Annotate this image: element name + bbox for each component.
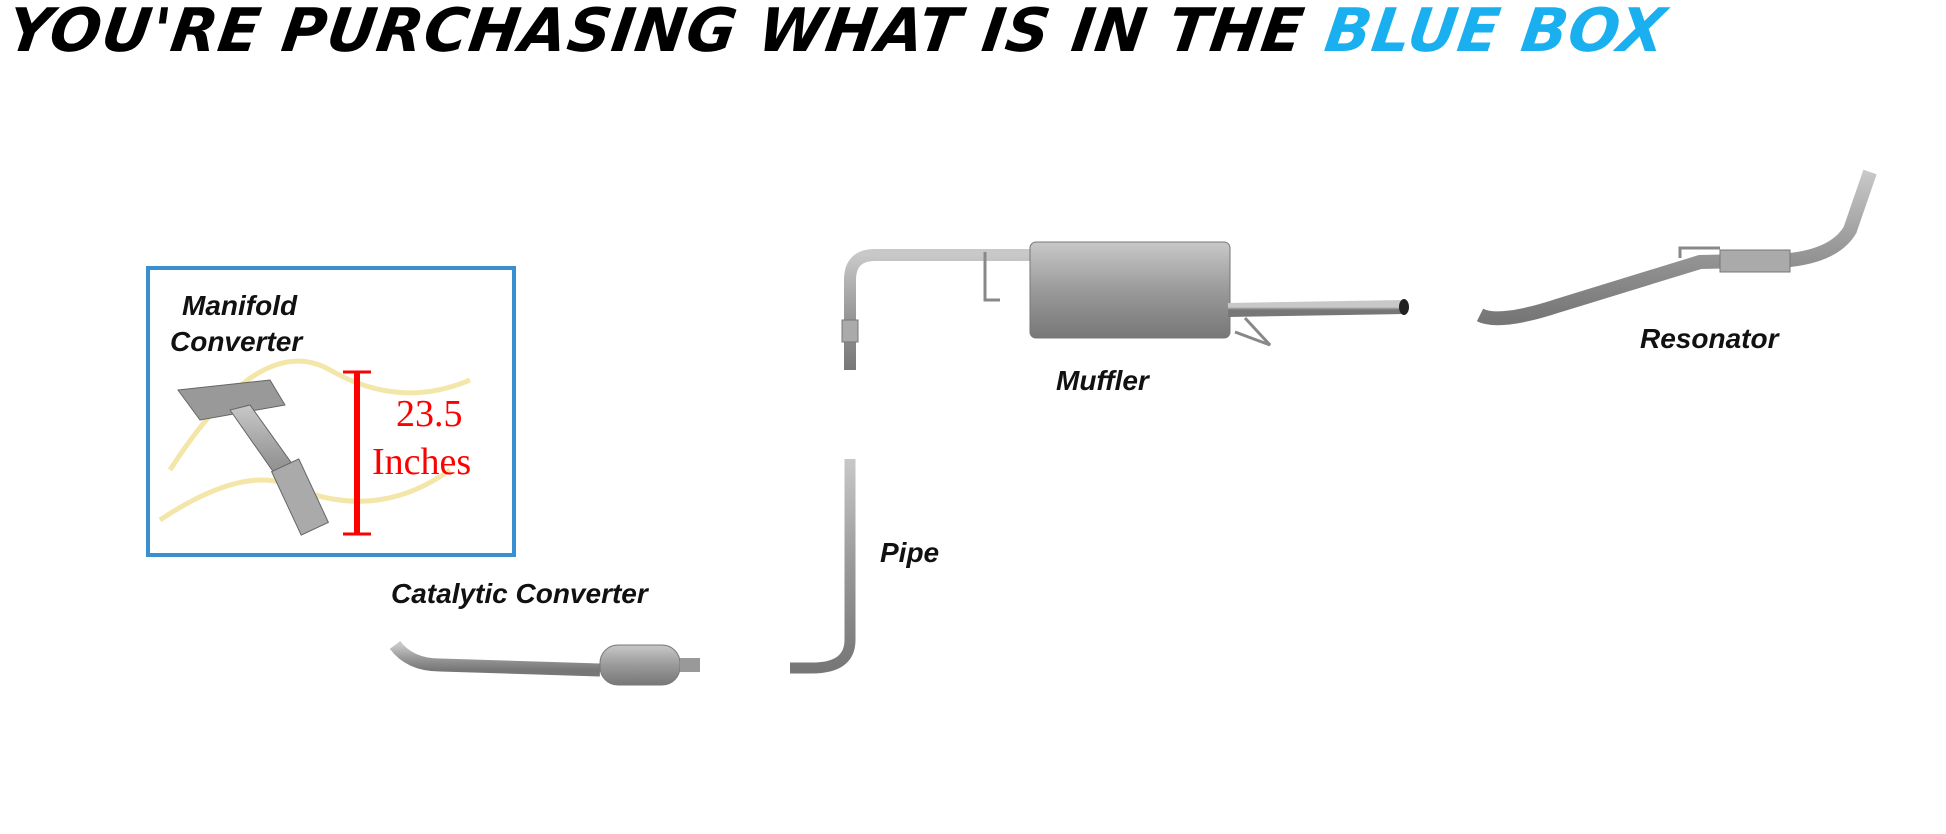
label-manifold-converter: Converter: [170, 326, 303, 357]
label-muffler: Muffler: [1056, 365, 1149, 396]
dimension-marker: [343, 370, 371, 536]
manifold-converter-image: [158, 358, 471, 536]
muffler-image: [841, 241, 1409, 370]
dimension-unit: Inches: [372, 441, 472, 483]
purchase-highlight-box: [146, 266, 516, 557]
label-catalytic-converter: Catalytic Converter: [391, 578, 648, 609]
pipe-image: [790, 459, 856, 674]
catalytic-converter-image: [389, 640, 700, 686]
dimension-value: 23.5: [396, 393, 463, 435]
label-manifold: Manifold: [182, 290, 298, 321]
label-resonator: Resonator: [1640, 323, 1779, 354]
resonator-image: [1476, 169, 1877, 326]
label-pipe: Pipe: [880, 537, 940, 568]
